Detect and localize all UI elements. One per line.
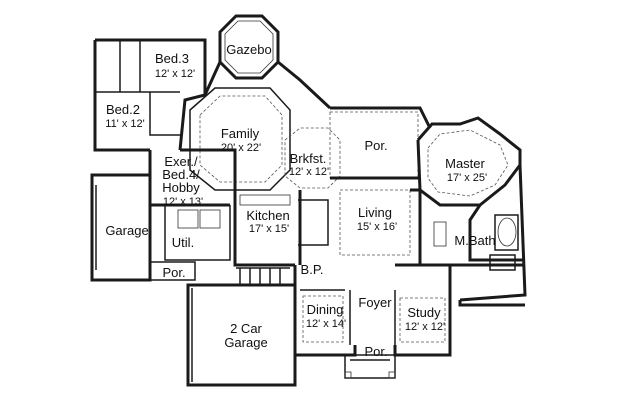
label-bed3-dim: 12' x 12' xyxy=(155,68,195,80)
label-exer-3: Hobby xyxy=(162,180,200,195)
label-porch-front: Por. xyxy=(364,344,387,359)
front-column-left xyxy=(344,371,352,379)
kitchen-counter xyxy=(239,194,291,206)
label-exer-1: Exer./ xyxy=(164,154,198,169)
label-living-dim: 15' x 16' xyxy=(357,221,397,233)
family-octagon xyxy=(189,87,291,191)
label-bp: B.P. xyxy=(301,262,324,277)
label-foyer: Foyer xyxy=(358,295,392,310)
wall-2car-garage xyxy=(186,283,297,387)
label-brkfst-dim: 12' x 12' xyxy=(289,166,329,178)
gazebo-inner xyxy=(224,20,274,74)
porch-side-outline xyxy=(150,261,196,281)
wall-bed-divider xyxy=(95,40,180,93)
label-mbath: M.Bath xyxy=(454,233,495,248)
tub-icon xyxy=(497,217,517,247)
label-util: Util. xyxy=(172,235,194,250)
dining-foyer-divider xyxy=(300,289,396,345)
label-master-dim: 17' x 25' xyxy=(447,172,487,184)
label-kitchen-dim: 17' x 15' xyxy=(249,223,289,235)
stairs xyxy=(236,267,290,286)
front-column-right xyxy=(388,371,396,379)
wall-master-east xyxy=(459,164,527,302)
label-study: Study xyxy=(407,305,441,320)
dining-outline xyxy=(302,295,344,343)
label-bed3: Bed.3 xyxy=(155,51,189,66)
label-family-dim: 20' x 22' xyxy=(221,142,261,154)
label-garage2-1: 2 Car xyxy=(230,321,262,336)
label-master: Master xyxy=(445,156,485,171)
dryer-icon xyxy=(199,209,221,229)
label-dining-dim: 12' x 14' xyxy=(306,318,346,330)
vanity-icon xyxy=(433,221,447,247)
label-bed2-dim: 11' x 12' xyxy=(105,118,144,130)
wall-living xyxy=(330,176,422,265)
label-porch-side: Por. xyxy=(162,265,185,280)
wall-util xyxy=(164,205,231,261)
label-brkfst: Brkfst. xyxy=(290,151,327,166)
label-dining: Dining xyxy=(307,302,344,317)
wall-east-bottom xyxy=(450,263,525,307)
wall-master xyxy=(416,116,522,207)
master-ceiling xyxy=(427,129,509,197)
label-garage: Garage xyxy=(105,223,148,238)
label-study-dim: 12' x 12' xyxy=(405,321,445,333)
label-bed2: Bed.2 xyxy=(106,102,140,117)
living-outline xyxy=(339,189,411,256)
label-kitchen: Kitchen xyxy=(246,208,289,223)
label-living: Living xyxy=(358,205,392,220)
label-exer-2: Bed.4/ xyxy=(162,167,200,182)
wall-family-top xyxy=(203,60,332,110)
label-gazebo: Gazebo xyxy=(226,42,272,57)
washer-icon xyxy=(177,209,199,229)
label-garage2-2: Garage xyxy=(224,335,267,350)
label-exer-dim: 12' x 13' xyxy=(163,196,203,208)
brkfst-outline xyxy=(284,127,341,189)
study-outline xyxy=(399,297,446,343)
kitchen-island xyxy=(298,199,329,246)
wall-bed2-closet xyxy=(149,92,180,136)
wall-kitchen xyxy=(233,190,302,267)
wall-family-east xyxy=(330,106,432,129)
label-porch-top: Por. xyxy=(364,138,387,153)
family-ceiling-outline xyxy=(199,95,283,183)
label-family: Family xyxy=(221,126,260,141)
